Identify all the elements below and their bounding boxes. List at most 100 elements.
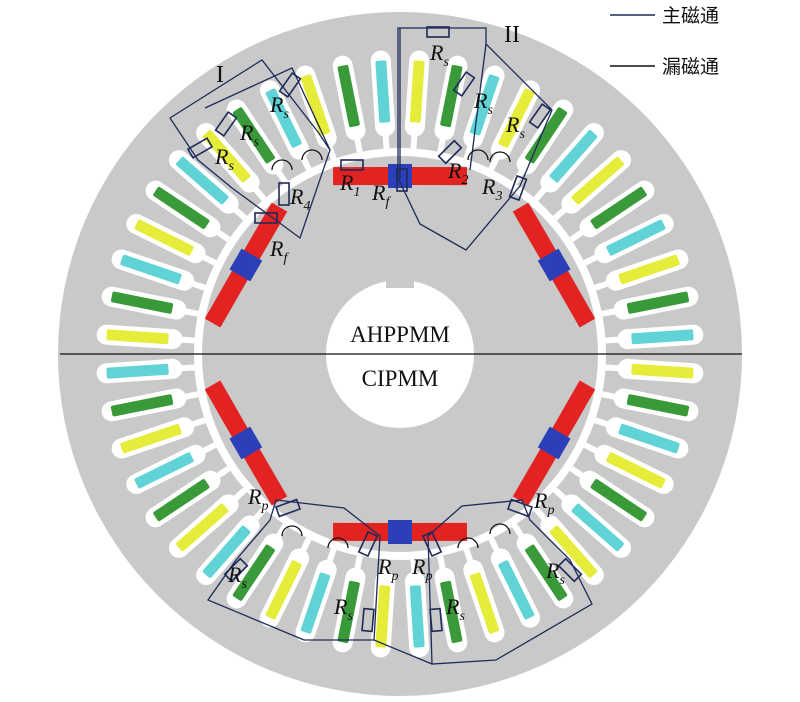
coil: [176, 156, 229, 205]
slot-opening: [552, 487, 568, 502]
flux-barrier-block: [229, 248, 263, 282]
bridge-group: [388, 520, 412, 544]
coil: [120, 423, 182, 454]
coil: [571, 156, 624, 205]
region-1-label: I: [216, 62, 224, 88]
slot-opening: [300, 537, 312, 553]
stator-slot: [101, 286, 199, 320]
slot-opening: [354, 555, 363, 571]
stator-slot: [533, 506, 604, 586]
resistor-body: [278, 182, 290, 206]
stator-slot: [226, 99, 289, 185]
slot-opening: [583, 442, 599, 454]
resistor-symbol: [357, 530, 379, 558]
stator-slot: [168, 150, 248, 221]
slot-opening: [215, 229, 231, 243]
slot-opening: [437, 555, 446, 571]
permanent-magnet: [551, 380, 596, 439]
bridge-group: [537, 248, 571, 282]
slot-opening: [533, 186, 548, 202]
resistor-label-subscript: s: [487, 103, 493, 118]
stator-slot: [259, 80, 312, 171]
resistor-body: [421, 530, 443, 558]
slot-opening: [180, 336, 195, 344]
magnet-pole: [512, 380, 596, 506]
slot-opening: [594, 417, 610, 428]
permanent-magnet-group: [512, 447, 557, 506]
stator-slot: [569, 465, 655, 528]
slot-opening: [183, 391, 199, 400]
coil: [106, 329, 169, 345]
coil: [549, 130, 598, 183]
stator-slot: [168, 487, 248, 558]
slot-opening: [232, 206, 248, 221]
coil: [618, 423, 680, 454]
bridge-group: [537, 426, 571, 460]
stator-slot: [96, 358, 195, 384]
resistor-label-subscript: s: [228, 159, 234, 174]
resistor-symbol: [426, 26, 450, 38]
coil: [571, 503, 624, 552]
legend: 主磁通 漏磁通: [610, 5, 719, 78]
coil: [110, 394, 174, 417]
resistor-symbol: [508, 174, 528, 202]
permanent-magnet-group: [333, 167, 391, 186]
slot-opening: [326, 548, 337, 564]
center-top-label: AHPPMM: [350, 322, 450, 347]
coil: [300, 74, 331, 136]
resistor-symbol: [396, 168, 408, 192]
permanent-magnet: [243, 447, 288, 506]
permanent-magnet-group: [551, 269, 596, 328]
stator-slot: [583, 442, 674, 495]
leakage-flux-loop: [281, 525, 303, 537]
stator-slot: [601, 286, 699, 320]
resistor-label-subscript: s: [443, 55, 449, 70]
resistor-body: [437, 139, 463, 165]
slot-opening: [252, 186, 267, 202]
leakage-flux-loop: [271, 159, 293, 171]
permanent-magnet: [333, 522, 391, 541]
stator-slot: [463, 65, 505, 160]
slot-opening: [605, 364, 620, 372]
resistor-label-subscript: p: [390, 569, 398, 584]
main-flux-path: [469, 43, 487, 171]
permanent-magnet: [409, 167, 467, 186]
coil: [134, 219, 194, 256]
resistor-body: [214, 111, 238, 137]
coil: [525, 544, 568, 601]
coil: [606, 219, 666, 256]
resistor-label-subscript: s: [347, 609, 353, 624]
coil: [375, 585, 391, 648]
resistor-symbol: [223, 557, 249, 583]
slot-opening: [583, 254, 599, 266]
permanent-magnet-group: [409, 522, 467, 541]
slot-opening: [488, 155, 500, 171]
main-flux-path: [397, 27, 553, 251]
resistor-label-subscript: p: [260, 499, 268, 514]
stator-slot: [404, 50, 430, 149]
coil: [202, 130, 251, 183]
magnet-pole: [204, 380, 288, 506]
permanent-magnet-group: [243, 447, 288, 506]
coil: [265, 560, 302, 620]
resistor-body: [429, 607, 443, 633]
main-flux-path: [373, 639, 433, 665]
slot-opening: [463, 548, 474, 564]
stator-slot: [96, 324, 195, 350]
coil: [134, 452, 194, 489]
main-flux-path: [169, 59, 331, 240]
coil: [440, 580, 463, 644]
stator-slot: [145, 180, 231, 243]
stator-slot: [601, 388, 699, 422]
coil: [590, 186, 647, 229]
stator-slot: [145, 465, 231, 528]
resistor-symbol: [506, 498, 534, 518]
coil: [631, 363, 694, 379]
coil: [631, 329, 694, 345]
slot-opening: [180, 364, 195, 372]
coil: [498, 560, 535, 620]
flux-barrier-block: [537, 426, 571, 460]
resistor-label-subscript: s: [253, 135, 259, 150]
resistor-label-subscript: f: [385, 195, 391, 210]
slot-opening: [382, 134, 390, 149]
